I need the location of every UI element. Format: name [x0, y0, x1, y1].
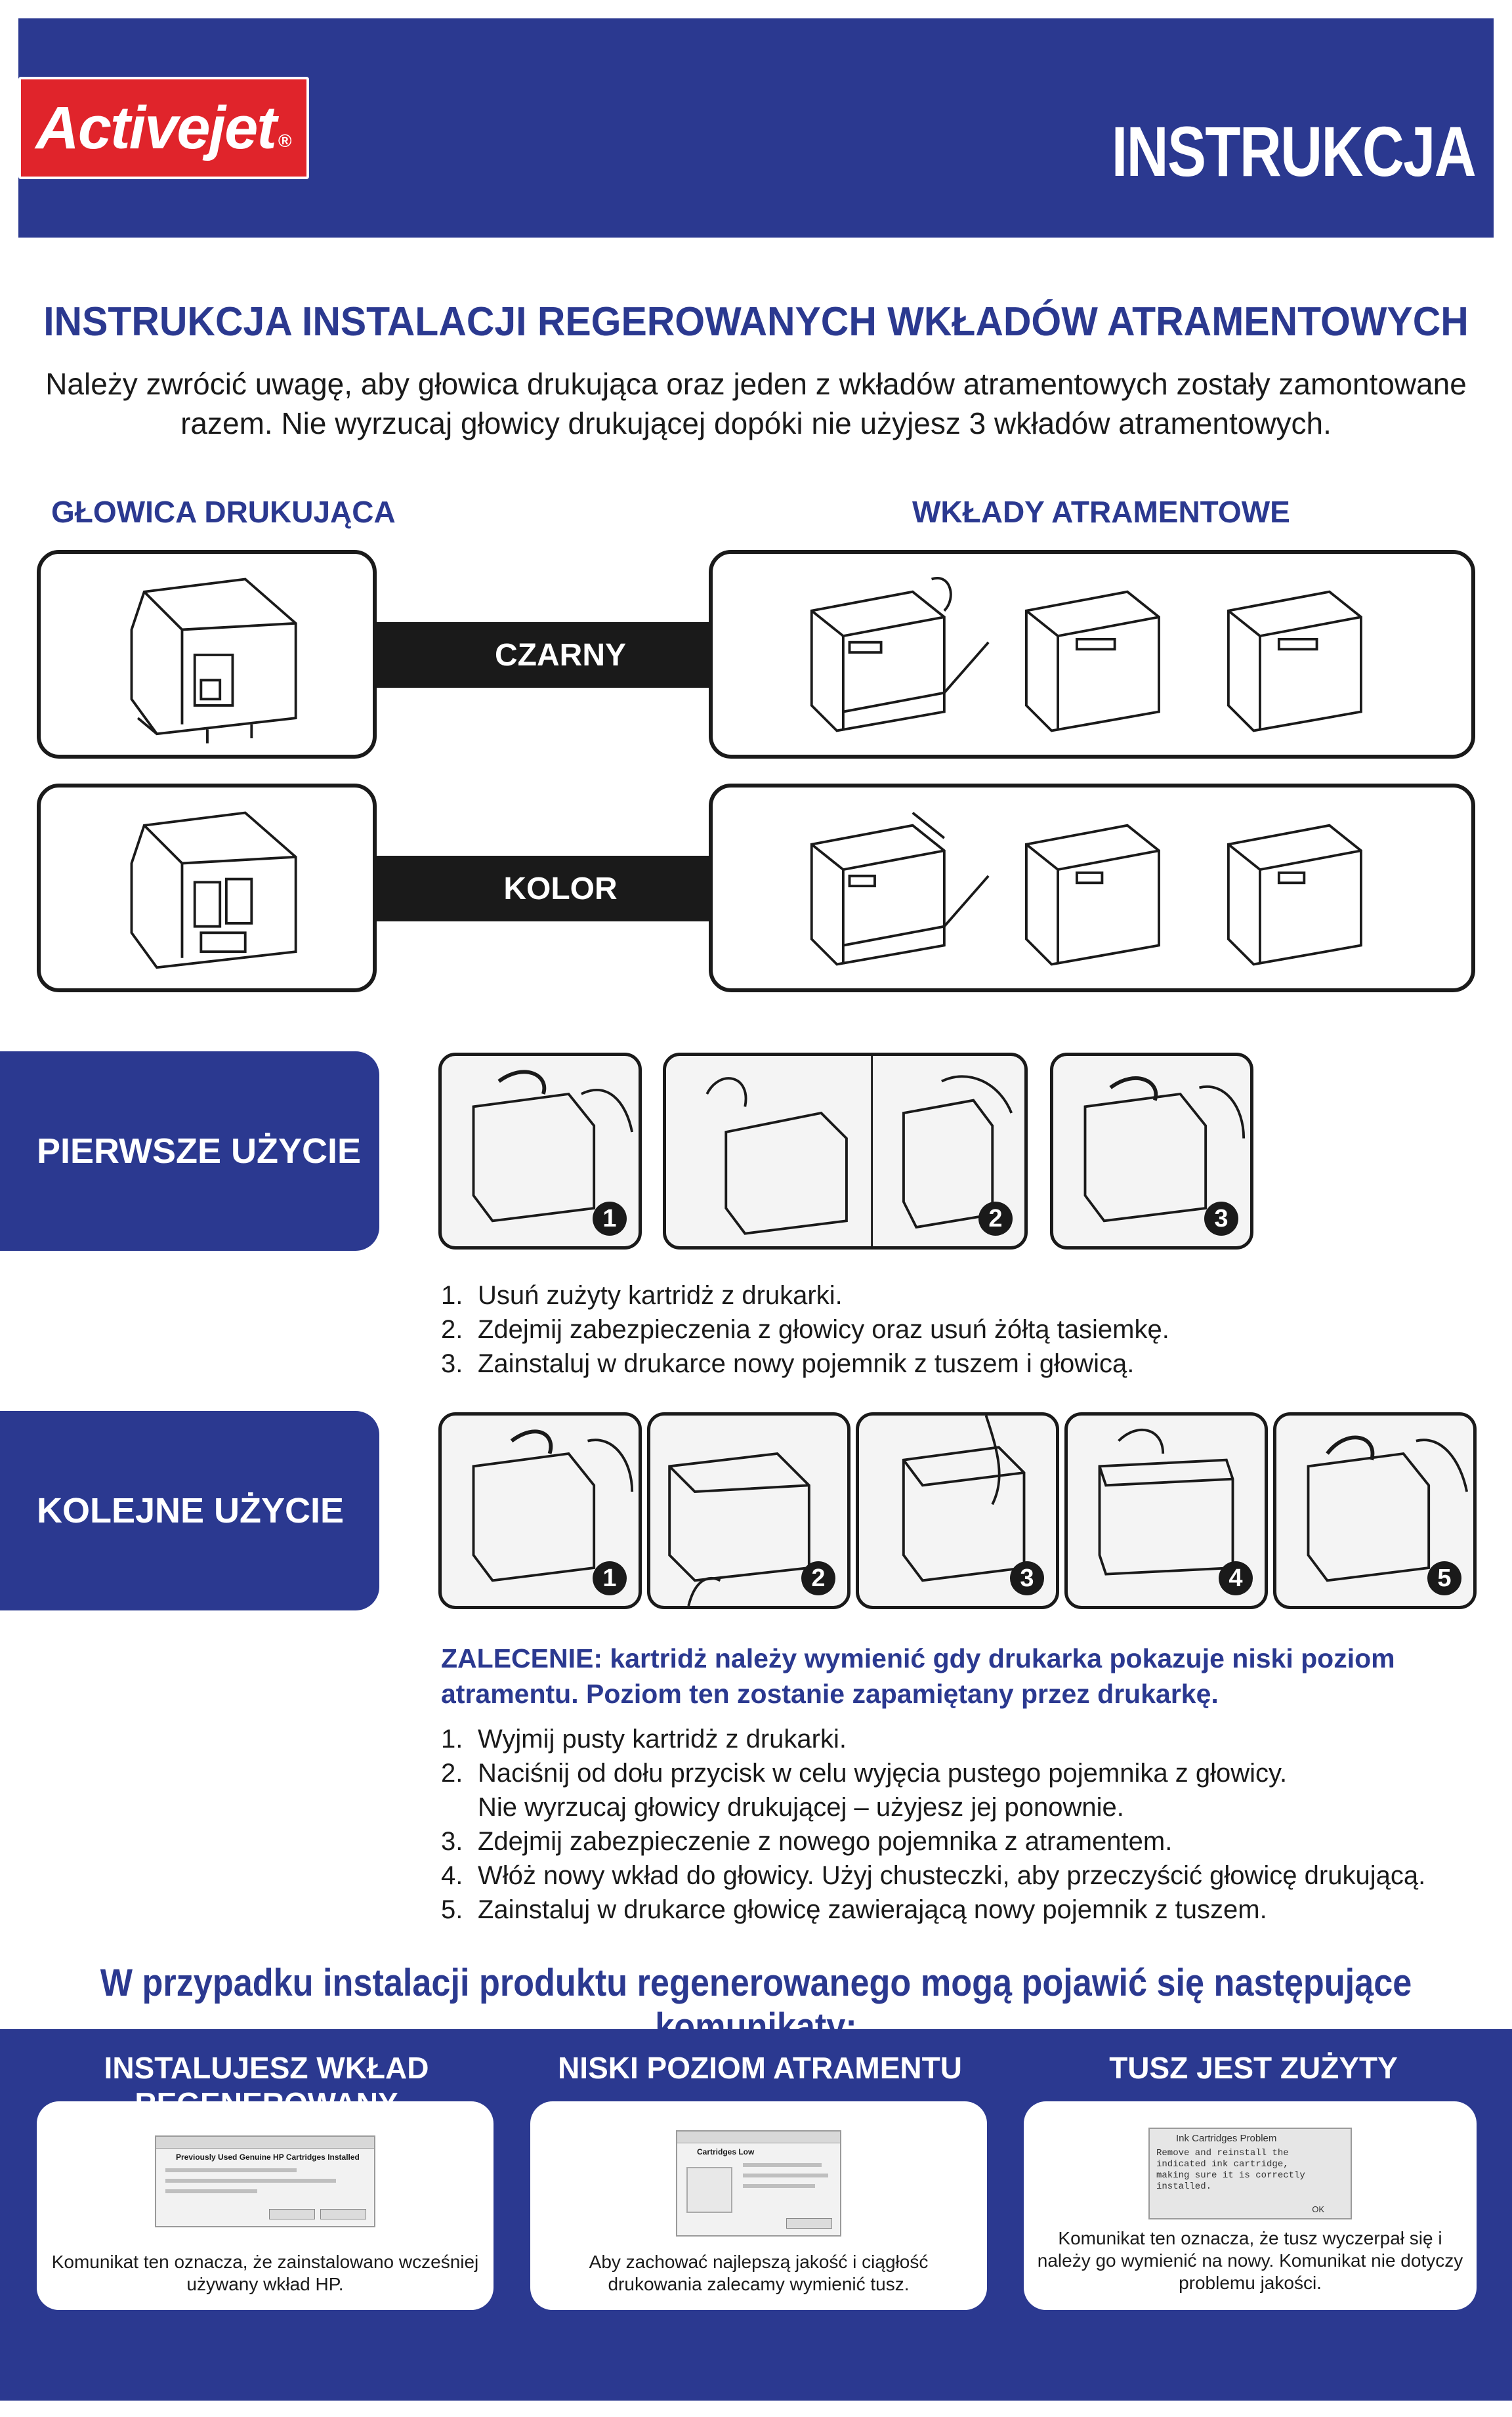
color-cartridges-illustration — [810, 811, 1362, 966]
black-printhead-box — [37, 550, 377, 759]
header-title: INSTRUKCJA — [1111, 112, 1477, 191]
activejet-logo: Activejet ® — [18, 77, 309, 179]
color-cartridges-box — [709, 784, 1475, 992]
black-printhead-illustration — [130, 578, 297, 744]
photo-number-badge: 2 — [978, 1202, 1013, 1236]
next-use-steps: 1.Wyjmij pusty kartridż z drukarki. 2.Na… — [441, 1722, 1465, 1927]
dialog-title: Cartridges Low — [697, 2147, 755, 2156]
first-use-photo-1-illustration — [472, 1070, 634, 1223]
list-item: 1.Usuń zużyty kartridż z drukarki. — [441, 1281, 843, 1310]
photo-number-badge: 2 — [801, 1561, 835, 1595]
first-use-photo-2-illustration — [705, 1056, 1013, 1246]
message-card-regenerated: Previously Used Genuine HP Cartridges In… — [37, 2101, 494, 2310]
card-title: TUSZ JEST ZUŻYTY — [1109, 2051, 1398, 2085]
cartridges-label: WKŁADY ATRAMENTOWE — [912, 495, 1290, 529]
first-use-tab: PIERWSZE UŻYCIE — [0, 1051, 379, 1251]
main-title: INSTRUKCJA INSTALACJI REGEROWANYCH WKŁAD… — [43, 299, 1469, 345]
dialog-screenshot: Ink Cartridges Problem Remove and reinst… — [1148, 2128, 1352, 2219]
next-use-photo-1: 1 — [438, 1412, 642, 1609]
list-item: 3.Zainstaluj w drukarce nowy pojemnik z … — [441, 1349, 1135, 1378]
dialog-title: Ink Cartridges Problem — [1176, 2133, 1277, 2144]
dialog-ok-button[interactable]: OK — [1312, 2204, 1324, 2214]
photo-number-badge: 1 — [593, 1561, 627, 1595]
photo-number-badge: 3 — [1204, 1202, 1238, 1236]
first-use-photo-1: 1 — [438, 1053, 642, 1250]
next-use-tab: KOLEJNE UŻYCIE — [0, 1411, 379, 1610]
next-use-photo-5-illustration — [1307, 1435, 1469, 1582]
color-printhead-box — [37, 784, 377, 992]
dialog-text: Remove and reinstall the indicated ink c… — [1156, 2148, 1305, 2192]
logo-text: Activejet — [35, 94, 276, 161]
photo-number-badge: 5 — [1427, 1561, 1461, 1595]
first-use-photo-3: 3 — [1050, 1053, 1253, 1250]
dialog-screenshot: Previously Used Genuine HP Cartridges In… — [155, 2135, 375, 2227]
list-item: 5.Zainstaluj w drukarce głowicę zawieraj… — [441, 1895, 1267, 1924]
dialog-title: Previously Used Genuine HP Cartridges In… — [176, 2153, 360, 2162]
card-caption: Aby zachować najlepszą jakość i ciągłość… — [589, 2252, 929, 2294]
next-use-photo-4: 4 — [1064, 1412, 1268, 1609]
next-use-photo-5: 5 — [1273, 1412, 1477, 1609]
message-card-ink-depleted: Ink Cartridges Problem Remove and reinst… — [1024, 2101, 1477, 2310]
list-item: Nie wyrzucaj głowicy drukującej – użyjes… — [478, 1793, 1124, 1822]
printer-image — [686, 2167, 732, 2213]
list-item: 2.Zdejmij zabezpieczenia z głowicy oraz … — [441, 1315, 1169, 1344]
card-caption: Komunikat ten oznacza, że tusz wyczerpał… — [1037, 2228, 1463, 2293]
first-use-photo-2: 2 — [663, 1053, 1028, 1250]
photo-number-badge: 4 — [1219, 1561, 1253, 1595]
printhead-label: GŁOWICA DRUKUJĄCA — [51, 495, 396, 529]
next-use-photo-1-illustration — [472, 1429, 634, 1582]
list-item: 4.Włóż nowy wkład do głowicy. Użyj chust… — [441, 1861, 1426, 1890]
message-card-low-ink: Cartridges Low Aby zachować najlepszą ja… — [530, 2101, 987, 2310]
list-item: 3.Zdejmij zabezpieczenie z nowego pojemn… — [441, 1827, 1173, 1856]
next-use-photo-3: 3 — [856, 1412, 1059, 1609]
card-caption: Komunikat ten oznacza, że zainstalowano … — [51, 2252, 479, 2294]
next-use-photo-2: 2 — [647, 1412, 850, 1609]
intro-text: Należy zwrócić uwagę, aby głowica drukuj… — [45, 367, 1467, 440]
logo-registered-mark: ® — [278, 131, 292, 151]
card-title: NISKI POZIOM ATRAMENTU — [558, 2051, 962, 2085]
first-use-steps: 1.Usuń zużyty kartridż z drukarki. 2.Zde… — [441, 1278, 1465, 1381]
recommendation-text: ZALECENIE: kartridż należy wymienić gdy … — [441, 1643, 1395, 1709]
first-use-photo-3-illustration — [1083, 1076, 1246, 1223]
list-item: 1.Wyjmij pusty kartridż z drukarki. — [441, 1725, 847, 1754]
photo-number-badge: 1 — [593, 1202, 627, 1236]
color-arrow: KOLOR — [377, 856, 744, 921]
list-item: 2.Naciśnij od dołu przycisk w celu wyjęc… — [441, 1759, 1288, 1788]
photo-number-badge: 3 — [1010, 1561, 1044, 1595]
color-printhead-illustration — [130, 811, 297, 969]
black-cartridges-illustration — [810, 577, 1362, 732]
black-arrow: CZARNY — [377, 622, 744, 688]
dialog-screenshot: Cartridges Low — [676, 2130, 841, 2237]
black-cartridges-box — [709, 550, 1475, 759]
